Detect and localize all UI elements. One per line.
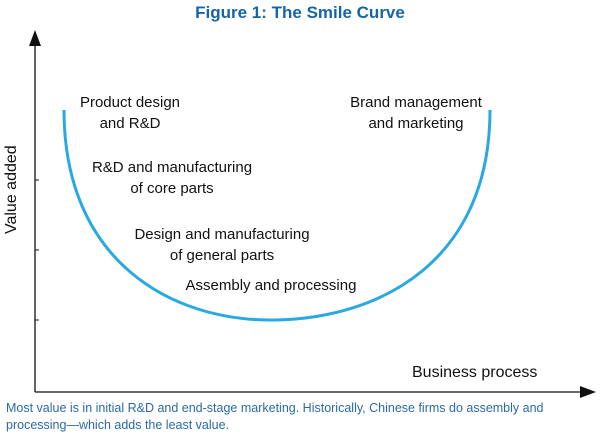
stage-label-line: Product design xyxy=(79,94,181,111)
stage-label-brand-marketing: Brand management and marketing xyxy=(346,92,486,134)
stage-label-line: Design and manufacturing xyxy=(134,226,310,243)
figure-title: Figure 1: The Smile Curve xyxy=(195,3,405,22)
figure-caption: Most value is in initial R&D and end-sta… xyxy=(6,401,544,432)
stage-label-line: of general parts xyxy=(169,247,275,264)
stage-label-general-parts: Design and manufacturing of general part… xyxy=(124,224,320,266)
y-axis-arrow-icon xyxy=(29,30,41,46)
stage-label-line: Assembly and processing xyxy=(185,277,357,294)
stage-label-line: R&D and manufacturing xyxy=(91,159,253,176)
y-axis-label: Value added xyxy=(3,145,20,234)
stage-label-assembly: Assembly and processing xyxy=(176,275,366,296)
stage-label-product-design: Product design and R&D xyxy=(70,92,190,134)
smile-curve xyxy=(62,109,492,322)
stage-label-line: and R&D xyxy=(99,115,161,132)
stage-label-line: of core parts xyxy=(130,180,214,197)
stage-label-line: Brand management xyxy=(350,94,482,111)
x-axis-arrow-icon xyxy=(580,386,596,398)
stage-label-line: and marketing xyxy=(368,115,464,132)
x-axis-label: Business process xyxy=(412,364,538,381)
stage-label-core-parts: R&D and manufacturing of core parts xyxy=(84,157,260,199)
